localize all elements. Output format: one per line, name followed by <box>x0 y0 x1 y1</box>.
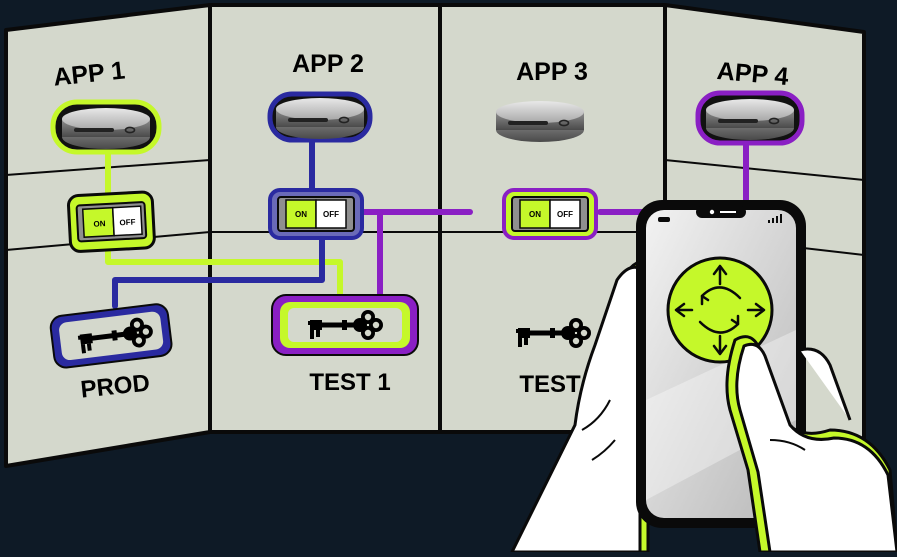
switch-off-label: OFF <box>323 210 339 219</box>
server-puck-icon <box>495 100 585 143</box>
app-2-label: APP 2 <box>292 50 364 78</box>
server-puck-icon <box>275 97 365 140</box>
app-1-server <box>50 99 162 155</box>
switch-off-label: OFF <box>557 210 573 219</box>
switch-on-label: ON <box>295 210 307 219</box>
server-puck-icon <box>705 98 795 141</box>
switch-off-label: OFF <box>119 218 136 228</box>
app-labels: APP 1 APP 2 APP 3 APP 4 <box>52 50 790 92</box>
app-4-label: APP 4 <box>716 57 790 91</box>
key-prod <box>49 303 173 369</box>
switch-3[interactable]: ON OFF <box>502 188 598 240</box>
switch-off-pad[interactable] <box>315 199 347 229</box>
link-switch1-test1 <box>105 245 343 299</box>
switch-off-pad[interactable] <box>111 205 143 237</box>
switch-off-pad[interactable] <box>549 199 581 229</box>
app-3-label: APP 3 <box>516 58 588 86</box>
app-2-server <box>267 91 373 143</box>
signal-icon <box>768 214 782 223</box>
switch-on-label: ON <box>93 219 106 229</box>
switch-on-label: ON <box>529 210 541 219</box>
server-puck-icon <box>61 107 151 150</box>
key-test-1 <box>271 294 419 356</box>
camera-icon <box>709 209 715 215</box>
right-hand <box>725 335 897 554</box>
switch-2[interactable]: ON OFF <box>268 188 364 240</box>
app-3-server <box>495 100 585 143</box>
switch-1[interactable]: ON OFF <box>67 190 156 253</box>
app-4-server <box>695 90 805 146</box>
key-test-1-label: TEST 1 <box>309 369 390 396</box>
switch-on-pad[interactable] <box>285 199 317 229</box>
connection-lines <box>105 137 749 309</box>
